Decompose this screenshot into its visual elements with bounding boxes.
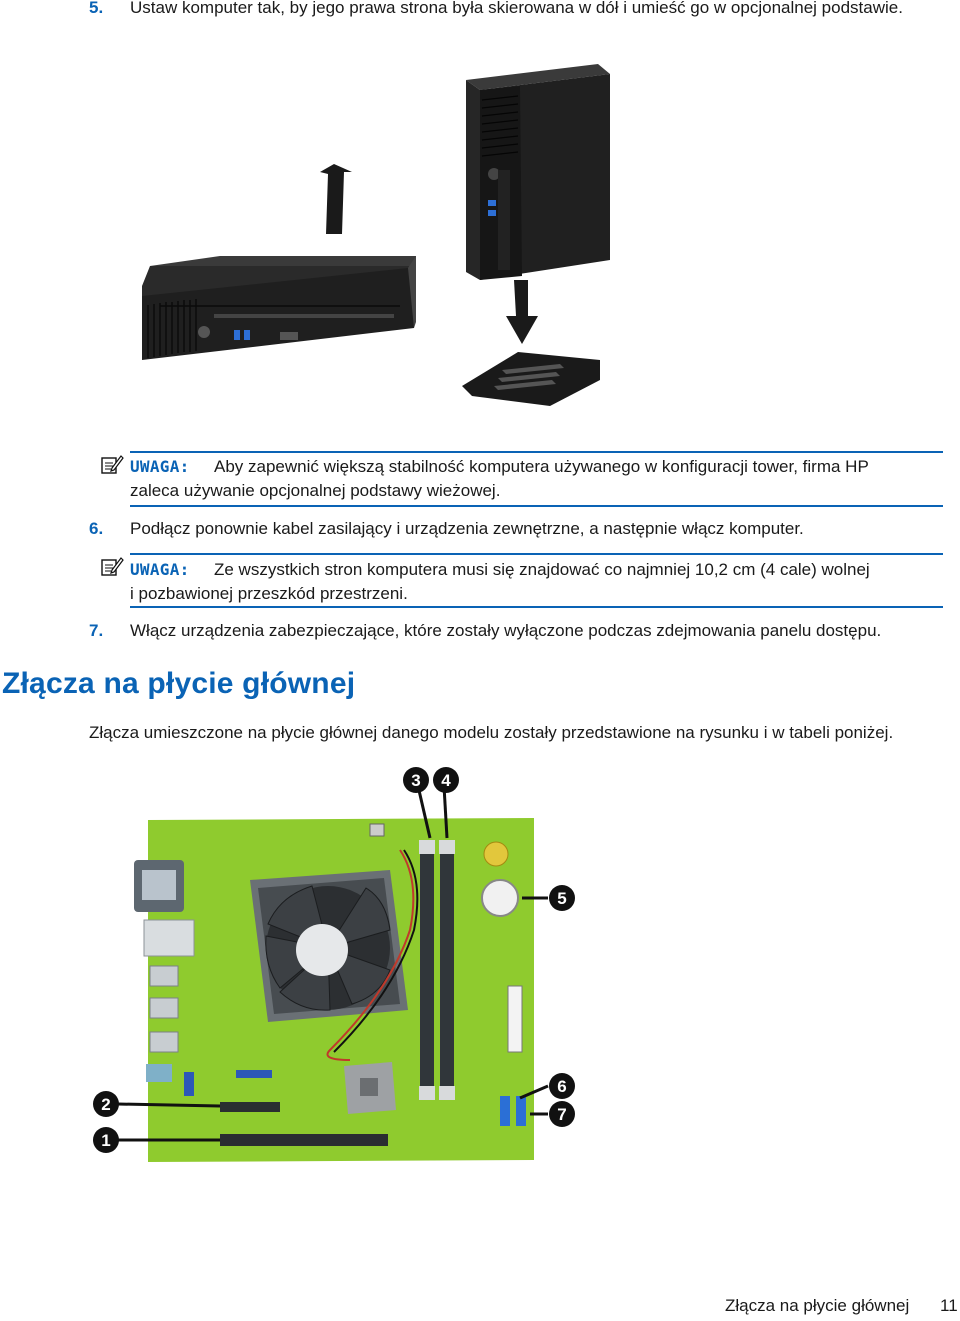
step-number: 5. xyxy=(89,0,104,17)
section-heading: Złącza na płycie głównej xyxy=(2,667,356,700)
callout-label: 1 xyxy=(101,1131,110,1150)
step-text: Podłącz ponownie kabel zasilający i urzą… xyxy=(130,519,804,538)
step-text: Włącz urządzenia zabezpieczające, które … xyxy=(130,621,882,640)
callout-label: 6 xyxy=(557,1077,566,1096)
note-label: UWAGA: xyxy=(130,457,190,476)
note-pencil-icon xyxy=(101,557,124,576)
note-top-rule xyxy=(130,553,943,555)
note-top-rule xyxy=(130,451,943,453)
note-bottom-rule xyxy=(130,606,943,608)
callout-6: 6 xyxy=(549,1073,575,1099)
motherboard-figure: 3 4 5 2 1 6 7 xyxy=(93,767,575,1162)
callout-2: 2 xyxy=(93,1091,119,1117)
note-text-line2: i pozbawionej przeszkód przestrzeni. xyxy=(130,584,408,603)
callout-3: 3 xyxy=(403,767,429,793)
note-text-line1: Aby zapewnić większą stabilność komputer… xyxy=(214,457,869,476)
step-6: 6. Podłącz ponownie kabel zasilający i u… xyxy=(0,518,960,542)
tower-stand-illustration xyxy=(142,64,610,406)
footer-section-title: Złącza na płycie głównej xyxy=(725,1296,910,1315)
callout-1: 1 xyxy=(93,1127,119,1153)
section-intro: Złącza umieszczone na płycie głównej dan… xyxy=(89,723,894,742)
note-text-line2: zaleca używanie opcjonalnej podstawy wie… xyxy=(130,481,501,500)
callout-label: 5 xyxy=(557,889,566,908)
note-bottom-rule xyxy=(130,505,943,507)
callout-7: 7 xyxy=(549,1101,575,1127)
footer-page-number: 11 xyxy=(940,1296,958,1315)
callout-label: 7 xyxy=(557,1105,566,1124)
note-pencil-icon xyxy=(101,455,124,474)
callout-4: 4 xyxy=(433,767,459,793)
step-text: Ustaw komputer tak, by jego prawa strona… xyxy=(130,0,903,17)
callout-label: 2 xyxy=(101,1095,110,1114)
step-number: 6. xyxy=(89,519,104,538)
step-number: 7. xyxy=(89,621,104,640)
note-text-line1: Ze wszystkich stron komputera musi się z… xyxy=(214,560,870,579)
callout-label: 4 xyxy=(441,771,451,790)
step-5: 5. Ustaw komputer tak, by jego prawa str… xyxy=(0,0,960,21)
callout-label: 3 xyxy=(411,771,420,790)
note-label: UWAGA: xyxy=(130,560,190,579)
step-7: 7. Włącz urządzenia zabezpieczające, któ… xyxy=(0,620,960,644)
callout-5: 5 xyxy=(549,885,575,911)
